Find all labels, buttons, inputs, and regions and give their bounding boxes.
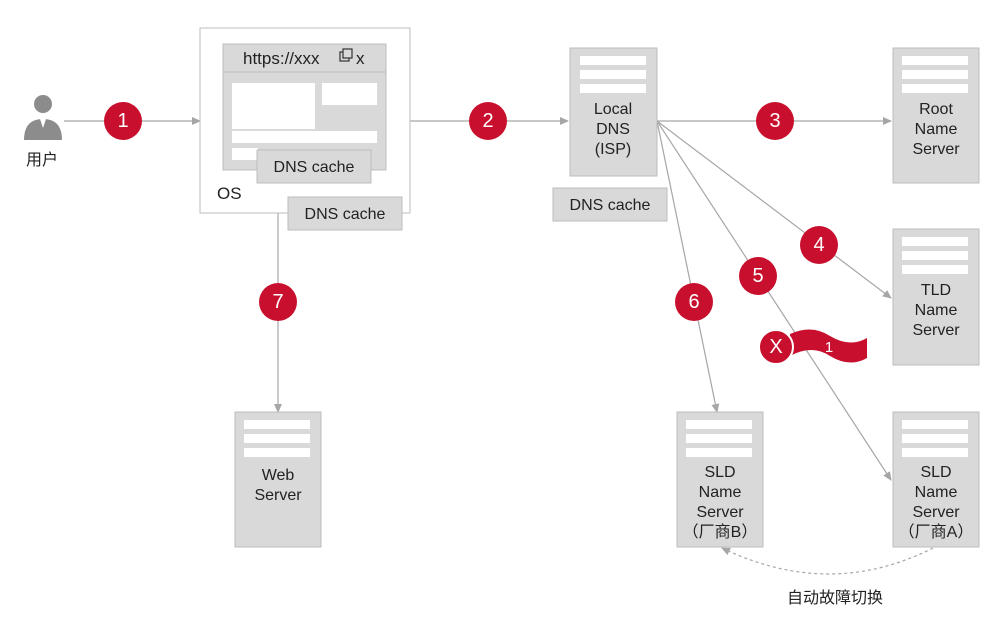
failover-arc <box>721 547 934 575</box>
failure-flag <box>790 329 867 363</box>
local-dns-line-1: Local <box>594 101 632 118</box>
step-label-3: 3 <box>769 110 780 132</box>
local-dns-line-3: (ISP) <box>595 141 631 158</box>
step-badge-4 <box>800 226 838 264</box>
root-line-1: Root <box>919 101 953 118</box>
os-dns-cache <box>287 196 403 231</box>
step-badge-2 <box>469 102 507 140</box>
step-badge-6 <box>675 283 713 321</box>
connector-local-dns-to-sld-b <box>656 120 720 413</box>
tld-name-server: TLD Name Server <box>892 228 980 366</box>
sld-name-server-a: SLD Name Server （厂商A） <box>892 411 980 548</box>
os-dns-cache-label: DNS cache <box>305 206 386 223</box>
root-line-3: Server <box>912 141 960 158</box>
connector-local-dns-to-tld <box>656 120 892 299</box>
root-line-2: Name <box>915 121 958 138</box>
failure-flag-text: 1 <box>825 339 833 356</box>
local-dns-server: Local DNS (ISP) <box>569 47 658 177</box>
root-name-server: Root Name Server <box>892 47 980 184</box>
sld-b-line-1: SLD <box>704 464 735 481</box>
connector-local-dns-to-sld-a <box>656 120 892 481</box>
failure-marker: 1 X <box>758 329 867 365</box>
step-badge-1 <box>104 102 142 140</box>
step-label-1: 1 <box>117 110 128 132</box>
tld-line-2: Name <box>915 302 958 319</box>
browser-content-main <box>232 83 315 129</box>
sld-a-line-3: Server <box>912 504 960 521</box>
step-label-5: 5 <box>752 265 763 287</box>
failure-x-text: X <box>769 336 782 358</box>
failure-x-badge <box>758 329 794 365</box>
sld-b-line-3: Server <box>696 504 744 521</box>
failover-label: 自动故障切换 <box>787 589 883 607</box>
sld-a-line-2: Name <box>915 484 958 501</box>
step-badge-7 <box>259 283 297 321</box>
step-label-7: 7 <box>272 291 283 313</box>
sld-a-line-1: SLD <box>920 464 951 481</box>
web-line-2: Server <box>254 487 302 504</box>
browser-content-side <box>322 83 377 105</box>
user-icon <box>24 95 62 140</box>
browser-dns-cache-label: DNS cache <box>274 159 355 176</box>
sld-b-line-2: Name <box>699 484 742 501</box>
sld-b-line-4: （厂商B） <box>683 523 758 541</box>
web-server: Web Server <box>234 411 322 548</box>
user: 用户 <box>24 95 62 169</box>
os-label: OS <box>217 184 242 203</box>
browser-content-line <box>232 131 377 143</box>
local-dns-cache <box>552 187 668 222</box>
step-badges: 1 2 3 4 5 6 7 <box>104 102 838 321</box>
browser-content-line <box>232 148 258 160</box>
step-label-6: 6 <box>688 291 699 313</box>
connectors <box>64 117 934 575</box>
step-label-2: 2 <box>482 110 493 132</box>
browser-close-icon: x <box>356 49 365 68</box>
step-badge-3 <box>756 102 794 140</box>
tld-line-1: TLD <box>921 282 951 299</box>
step-label-4: 4 <box>813 234 824 256</box>
browser-tab-icon <box>339 48 353 62</box>
sld-name-server-b: SLD Name Server （厂商B） <box>676 411 764 548</box>
local-dns-cache-label: DNS cache <box>570 197 651 214</box>
os-box: https://xxx x DNS cache OS DNS cache <box>199 27 411 231</box>
tld-line-3: Server <box>912 322 960 339</box>
browser-url: https://xxx <box>243 49 320 68</box>
step-badge-5 <box>739 257 777 295</box>
user-label: 用户 <box>26 151 58 169</box>
browser-dns-cache <box>256 149 372 184</box>
local-dns-line-2: DNS <box>596 121 630 138</box>
sld-a-line-4: （厂商A） <box>899 523 974 541</box>
web-line-1: Web <box>262 467 295 484</box>
